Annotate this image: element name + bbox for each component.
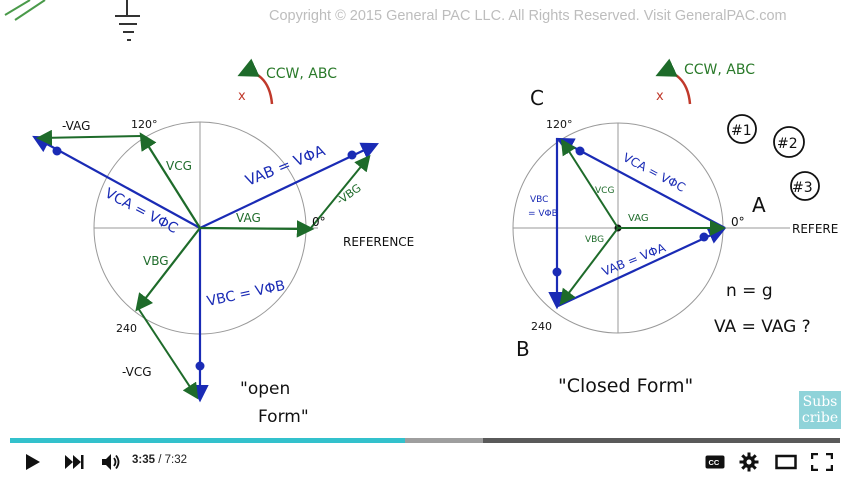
label-vbc-right-1: VBC bbox=[530, 195, 548, 205]
progress-played bbox=[10, 438, 406, 443]
progress-bar[interactable] bbox=[10, 438, 840, 443]
label-circled-3: #3 bbox=[792, 180, 813, 196]
subscribe-button[interactable]: Subs cribe bbox=[799, 391, 841, 429]
label-240-left: 240 bbox=[116, 322, 137, 335]
player-controls: 3:35 / 7:32 CC bbox=[0, 444, 850, 480]
label-circled-1: #1 bbox=[731, 123, 752, 139]
label-n-equals-g: n = g bbox=[726, 281, 773, 301]
next-button[interactable] bbox=[62, 450, 86, 474]
play-button[interactable] bbox=[22, 450, 44, 474]
next-icon bbox=[65, 455, 84, 469]
theater-mode-button[interactable] bbox=[774, 450, 798, 474]
label-0deg-right: 0° bbox=[731, 215, 745, 229]
label-vbg-left: VBG bbox=[143, 254, 169, 268]
duration: 7:32 bbox=[164, 454, 188, 466]
label-neg-vbg: -VBG bbox=[334, 181, 363, 207]
label-120-right: 120° bbox=[546, 118, 573, 131]
settings-icon bbox=[739, 452, 759, 472]
closed-form-caption: "Closed Form" bbox=[558, 375, 693, 397]
time-separator: / bbox=[155, 454, 165, 466]
lecture-whiteboard: x x bbox=[4, 0, 820, 403]
label-va-equals-vag: VA = VAG ? bbox=[714, 317, 811, 337]
closed-form-diagram: x bbox=[512, 58, 820, 334]
label-vab-left: VAB = VΦA bbox=[243, 141, 329, 190]
label-circled-2: #2 bbox=[777, 136, 798, 152]
label-reference-left: REFERENCE bbox=[343, 235, 414, 249]
theater-mode-icon bbox=[775, 454, 797, 470]
captions-button[interactable]: CC bbox=[704, 450, 726, 474]
label-240-right: 240 bbox=[531, 320, 552, 333]
label-vca-left: VCA = VΦC bbox=[102, 185, 180, 237]
ground-symbol bbox=[115, 0, 140, 41]
label-vag-left: VAG bbox=[236, 211, 261, 225]
left-annotations: CCW, ABC -VAG 120° VCG VAB = VΦA -VBG VA… bbox=[62, 62, 838, 427]
svg-text:CC: CC bbox=[709, 458, 720, 467]
label-vbc-left: VBC = VΦB bbox=[206, 278, 287, 310]
logo-fragment bbox=[4, 0, 46, 21]
volume-button[interactable] bbox=[100, 450, 122, 474]
svg-text:x: x bbox=[238, 89, 246, 104]
left-rotation-label: CCW, ABC bbox=[266, 66, 337, 82]
current-time: 3:35 bbox=[132, 454, 156, 466]
label-neg-vcg: -VCG bbox=[122, 365, 152, 379]
open-form-caption-2: Form" bbox=[258, 407, 309, 427]
label-vab-right: VAB = VΦA bbox=[600, 240, 668, 279]
subscribe-label-1: Subs bbox=[802, 394, 838, 410]
captions-icon: CC bbox=[705, 455, 725, 469]
label-vbc-right-2: = VΦB bbox=[528, 209, 558, 219]
video-frame[interactable]: x x bbox=[0, 0, 850, 440]
label-neg-vag: -VAG bbox=[62, 119, 90, 133]
label-vcg-left: VCG bbox=[166, 159, 192, 173]
open-form-diagram: x bbox=[32, 58, 379, 403]
fullscreen-button[interactable] bbox=[810, 450, 834, 474]
open-form-caption-1: "open bbox=[240, 379, 290, 399]
copyright-watermark: Copyright © 2015 General PAC LLC. All Ri… bbox=[269, 8, 787, 24]
time-display: 3:35 / 7:32 bbox=[132, 454, 187, 466]
label-vca-right: VCA = VΦC bbox=[621, 150, 688, 195]
settings-button[interactable] bbox=[738, 450, 760, 474]
subscribe-label-2: cribe bbox=[801, 410, 839, 426]
label-a: A bbox=[752, 193, 766, 217]
label-vag-right: VAG bbox=[628, 213, 649, 224]
volume-icon bbox=[102, 454, 120, 470]
fullscreen-icon bbox=[811, 453, 833, 471]
label-120-left: 120° bbox=[131, 118, 158, 131]
label-0deg-left: 0° bbox=[312, 215, 326, 229]
play-icon bbox=[26, 454, 40, 470]
label-vcg-right: VCG bbox=[595, 186, 614, 196]
label-c: C bbox=[530, 86, 544, 110]
label-vbg-right: VBG bbox=[585, 235, 604, 245]
label-b: B bbox=[516, 337, 530, 361]
label-reference-right: REFERE bbox=[792, 222, 838, 236]
svg-text:x: x bbox=[656, 89, 664, 104]
right-rotation-label: CCW, ABC bbox=[684, 62, 755, 78]
